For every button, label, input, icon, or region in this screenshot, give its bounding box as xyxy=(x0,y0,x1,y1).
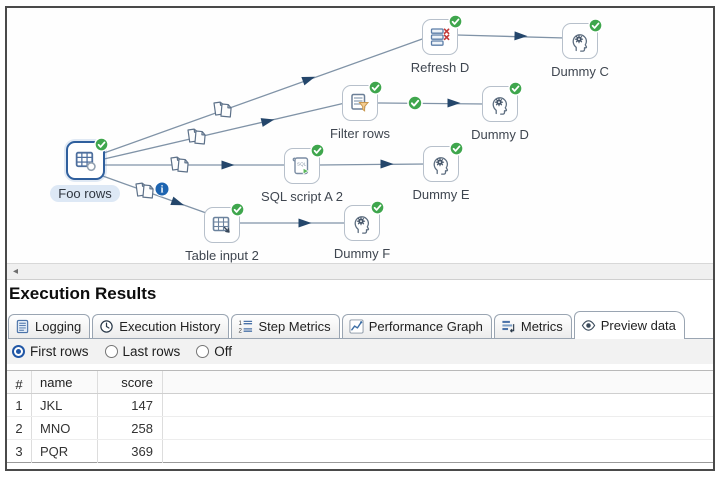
cell-filler xyxy=(163,440,713,463)
step-icon-box xyxy=(342,80,383,121)
copy-files-icon xyxy=(170,156,189,173)
header-score: score xyxy=(98,371,163,393)
tab-execution-history[interactable]: Execution History xyxy=(92,314,230,338)
svg-text:i: i xyxy=(161,185,164,196)
table-row[interactable]: 3 PQR 369 xyxy=(7,440,713,463)
header-row-number: ˆ # xyxy=(7,371,32,393)
tab-label: Metrics xyxy=(520,319,563,334)
step-dummy-c[interactable]: Dummy C xyxy=(520,18,640,81)
step-filter-rows[interactable]: Filter rows xyxy=(300,80,420,143)
cell-row-number: 2 xyxy=(7,417,32,439)
tab-label: Performance Graph xyxy=(368,319,483,334)
eye-icon xyxy=(581,318,596,333)
success-badge-icon xyxy=(448,14,463,29)
success-badge-icon xyxy=(508,81,523,96)
cell-name: PQR xyxy=(32,440,98,463)
success-badge-icon xyxy=(588,18,603,33)
hop-arrowheads xyxy=(170,31,528,228)
transformation-canvas[interactable]: i Foo rows Refresh D xyxy=(7,8,713,263)
success-badge-icon xyxy=(449,141,464,156)
cell-filler xyxy=(163,394,713,416)
success-badge-icon xyxy=(93,137,109,152)
horizontal-scrollbar[interactable]: ◂ xyxy=(7,263,713,280)
step-label: Foo rows xyxy=(50,185,120,202)
step-icon-box xyxy=(423,141,464,182)
step-icon-box xyxy=(204,202,245,243)
step-icon-box xyxy=(284,143,325,184)
screenshot-frame: i Foo rows Refresh D xyxy=(5,6,715,471)
header-name: name xyxy=(32,371,98,393)
step-label: Filter rows xyxy=(330,126,390,141)
radio-first-rows[interactable]: First rows xyxy=(12,344,89,359)
radio-label: First rows xyxy=(30,344,89,359)
log-document-icon xyxy=(15,319,30,334)
line-chart-icon xyxy=(349,319,364,334)
step-icon-box xyxy=(562,18,603,59)
cell-filler xyxy=(163,417,713,439)
cell-row-number: 1 xyxy=(7,394,32,416)
results-tab-bar: Logging Execution History Step Metrics P… xyxy=(8,311,713,339)
radio-unselected-icon[interactable] xyxy=(104,345,118,358)
preview-row-mode-bar: First rows Last rows Off xyxy=(7,339,713,364)
table-row[interactable]: 2 MNO 258 xyxy=(7,417,713,440)
cell-name: MNO xyxy=(32,417,98,439)
tab-logging[interactable]: Logging xyxy=(8,314,91,338)
step-label: Dummy F xyxy=(333,246,391,261)
hops-layer: i xyxy=(99,31,566,228)
sort-caret-icon: ˆ xyxy=(17,371,21,376)
step-icon-box xyxy=(344,200,385,241)
cell-score: 258 xyxy=(98,417,163,439)
step-dummy-e[interactable]: Dummy E xyxy=(381,141,501,204)
success-badge-icon xyxy=(370,200,385,215)
success-badge-icon xyxy=(368,80,383,95)
tab-performance-graph[interactable]: Performance Graph xyxy=(341,314,492,338)
cell-score: 369 xyxy=(98,440,163,463)
step-label: Table input 2 xyxy=(185,248,259,263)
tab-label: Logging xyxy=(35,319,82,334)
step-icon-box xyxy=(422,14,463,55)
radio-label: Off xyxy=(214,344,233,359)
execution-results-title: Execution Results xyxy=(9,284,157,303)
step-foo-rows[interactable]: Foo rows xyxy=(25,137,145,203)
tab-preview-data[interactable]: Preview data xyxy=(573,311,685,339)
scroll-left-icon[interactable]: ◂ xyxy=(13,266,19,277)
tab-label: Execution History xyxy=(119,319,221,334)
cell-name: JKL xyxy=(32,394,98,416)
numbered-list-icon xyxy=(238,319,253,334)
radio-selected-icon[interactable] xyxy=(12,345,25,358)
step-label: Dummy D xyxy=(471,127,529,142)
step-label: Refresh D xyxy=(410,60,470,75)
tab-label: Preview data xyxy=(600,318,676,333)
gantt-chart-icon xyxy=(501,319,516,334)
copy-files-icon xyxy=(213,101,232,118)
success-badge-icon xyxy=(230,202,245,217)
cell-row-number: 3 xyxy=(7,440,32,463)
step-refresh-d[interactable]: Refresh D xyxy=(380,14,500,77)
tab-label: Step Metrics xyxy=(258,319,331,334)
step-sql-script-a-2[interactable]: SQL script A 2 xyxy=(242,143,362,206)
radio-label: Last rows xyxy=(122,344,181,359)
step-dummy-d[interactable]: Dummy D xyxy=(440,81,560,144)
tab-step-metrics[interactable]: Step Metrics xyxy=(231,314,340,338)
step-icon-box xyxy=(65,137,109,180)
table-row[interactable]: 1 JKL 147 xyxy=(7,394,713,417)
step-table-input-2[interactable]: Table input 2 xyxy=(162,202,282,265)
step-icon-box xyxy=(482,81,523,122)
radio-last-rows[interactable]: Last rows xyxy=(104,344,181,359)
clock-icon xyxy=(99,319,114,334)
success-badge-icon xyxy=(310,143,325,158)
tab-metrics[interactable]: Metrics xyxy=(493,314,572,338)
preview-data-table: ˆ # name score 1 JKL 147 2 MNO 258 3 xyxy=(7,370,713,463)
cell-score: 147 xyxy=(98,394,163,416)
radio-off[interactable]: Off xyxy=(196,344,232,359)
header-filler xyxy=(163,371,713,393)
step-label: Dummy E xyxy=(412,187,470,202)
radio-unselected-icon[interactable] xyxy=(196,345,210,358)
info-icon[interactable]: i xyxy=(154,181,170,197)
table-header-row: ˆ # name score xyxy=(7,371,713,394)
copy-files-icon xyxy=(187,128,206,145)
step-dummy-f[interactable]: Dummy F xyxy=(302,200,422,263)
step-label: Dummy C xyxy=(551,64,609,79)
step-label: SQL script A 2 xyxy=(261,189,343,204)
